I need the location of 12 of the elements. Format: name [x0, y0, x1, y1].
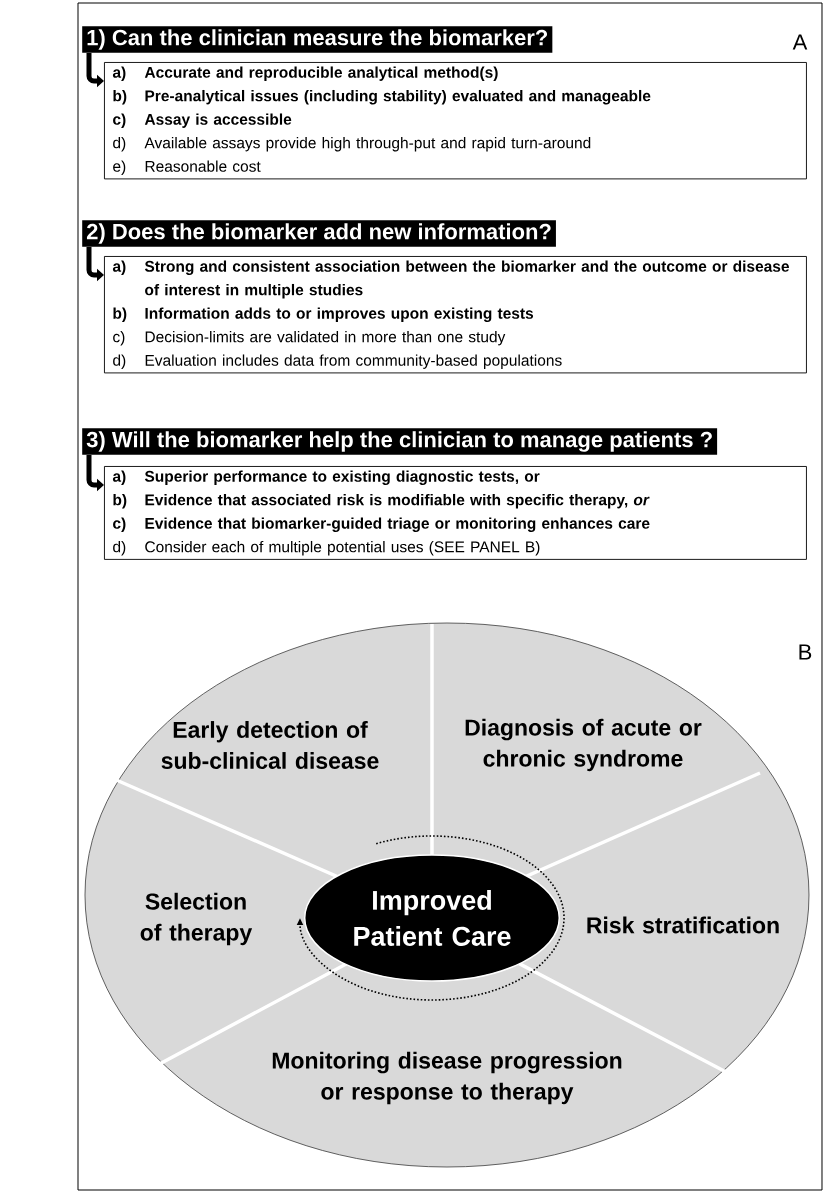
question-header: 3) Will the biomarker help the clinician to manage patients ? [82, 428, 718, 455]
question-header: 2) Does the biomarker add new information? [82, 220, 556, 247]
panel-letter: B [799, 644, 812, 660]
sector-label: Diagnosis of acute or chronic syndrome [465, 718, 702, 772]
sector-label: Selection of therapy [140, 892, 253, 946]
criteria-box: a) Accurate and reproducible analytical method(s) b) Pre-analytical issues (including stability) evaluated and manageable c) Assay is accessible d) Available assays provide high through-put and rapid turn-around e) Reasonable cost [104, 62, 807, 180]
criteria-box: a) Superior performance to existing diagnostic tests, or b) Evidence that associated risk is modifiable with specific therapy, or c) Evidence that biomarker-guided triage or monitoring enhances care d) Consider each of multiple potential uses (SEE PANEL B) [104, 466, 807, 560]
question-header: 1) Can the clinician measure the biomarker? [82, 26, 553, 53]
criteria-box: a) Strong and consistent association between the biomarker and the outcome or disease of interest in multiple studies b) Information adds to or improves upon existing tests c) Decision-limits are validated in more than one study d) Evaluation includes data from community-based populations [104, 256, 807, 374]
sector-label: Risk stratification [587, 916, 779, 934]
sector-label: Monitoring disease progression or response to therapy [272, 1051, 622, 1105]
sector-label: Early detection of sub-clinical disease [161, 721, 379, 769]
